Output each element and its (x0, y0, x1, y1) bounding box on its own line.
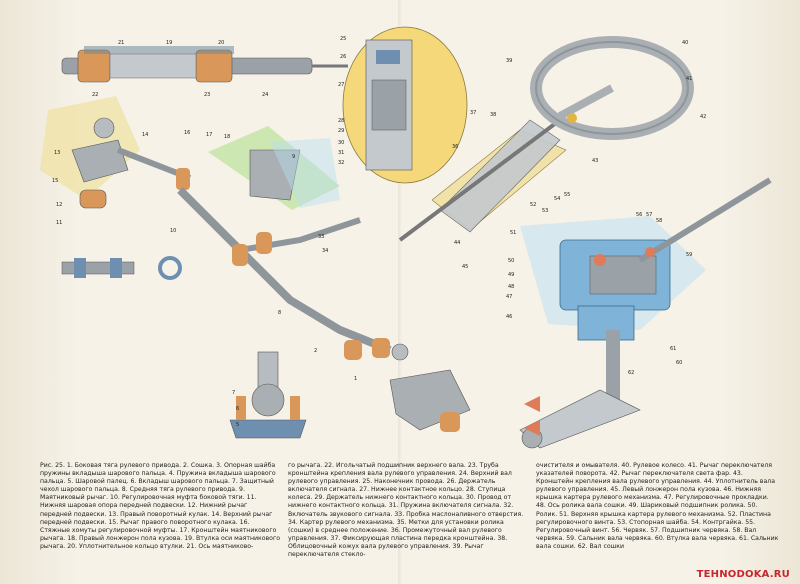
steering-gearbox-cutaway (520, 177, 772, 400)
callout-33: 33 (318, 234, 324, 240)
figure-caption: Рис. 25. 1. Боковая тяга рулевого привод… (40, 462, 780, 564)
callout-47: 47 (506, 294, 512, 300)
caption-column-2: го рычага. 22. Игольчатый подшипник верх… (288, 462, 524, 559)
callout-31: 31 (338, 150, 344, 156)
callout-39: 39 (506, 58, 512, 64)
callout-19: 19 (166, 40, 172, 46)
callout-28: 28 (338, 118, 344, 124)
callout-24: 24 (262, 92, 268, 98)
callout-55: 55 (564, 192, 570, 198)
ball-joint-cutaway (229, 351, 307, 439)
callout-60: 60 (676, 360, 682, 366)
steering-knuckle-detail (389, 343, 471, 432)
callout-1: 1 (354, 376, 357, 382)
callout-15: 15 (52, 178, 58, 184)
callout-20: 20 (218, 40, 224, 46)
callout-6: 6 (236, 406, 239, 412)
callout-27: 27 (338, 82, 344, 88)
callout-44: 44 (454, 240, 460, 246)
callout-49: 49 (508, 272, 514, 278)
callout-52: 52 (530, 202, 536, 208)
center-linkage (177, 126, 392, 360)
caption-column-3: очистителя и омывателя. 40. Рулевое коле… (536, 462, 779, 550)
callout-25: 25 (340, 36, 346, 42)
callout-21: 21 (118, 40, 124, 46)
callout-50: 50 (508, 258, 514, 264)
pitman-arm-detail (519, 389, 641, 449)
left-suspension-detail (40, 96, 192, 280)
callout-12: 12 (56, 202, 62, 208)
caption-column-1: Рис. 25. 1. Боковая тяга рулевого привод… (40, 462, 280, 550)
callout-38: 38 (490, 112, 496, 118)
callout-53: 53 (542, 208, 548, 214)
callout-48: 48 (508, 284, 514, 290)
callout-29: 29 (338, 128, 344, 134)
callout-16: 16 (184, 130, 190, 136)
callout-14: 14 (142, 132, 148, 138)
callout-41: 41 (686, 76, 692, 82)
callout-51: 51 (510, 230, 516, 236)
steering-column (398, 36, 694, 242)
horn-switch-detail (342, 26, 468, 184)
callout-57: 57 (646, 212, 652, 218)
callout-43: 43 (592, 158, 598, 164)
callout-37: 37 (470, 110, 476, 116)
page-fold (398, 0, 402, 584)
callout-9: 9 (292, 154, 295, 160)
callout-26: 26 (340, 54, 346, 60)
callout-2: 2 (314, 348, 317, 354)
callout-54: 54 (554, 196, 560, 202)
site-watermark: TEHNODOKA.RU (696, 569, 790, 580)
callout-7: 7 (232, 390, 235, 396)
callout-59: 59 (686, 252, 692, 258)
callout-13: 13 (54, 150, 60, 156)
callout-45: 45 (462, 264, 468, 270)
callout-61: 61 (670, 346, 676, 352)
callout-23: 23 (204, 92, 210, 98)
callout-58: 58 (656, 218, 662, 224)
callout-17: 17 (206, 132, 212, 138)
callout-56: 56 (636, 212, 642, 218)
callout-62: 62 (628, 370, 634, 376)
callout-5: 5 (236, 422, 239, 428)
callout-11: 11 (56, 220, 62, 226)
callout-36: 36 (452, 144, 458, 150)
callout-10: 10 (170, 228, 176, 234)
callout-32: 32 (338, 160, 344, 166)
upper-shaft-detail (61, 46, 348, 83)
callout-46: 46 (506, 314, 512, 320)
steering-illustration: 22 23 24 21 20 19 14 13 15 12 11 16 17 1… (40, 26, 772, 449)
callout-42: 42 (700, 114, 706, 120)
callout-30: 30 (338, 140, 344, 146)
callout-34: 34 (322, 248, 328, 254)
callout-8: 8 (278, 310, 281, 316)
callout-40: 40 (682, 40, 688, 46)
callout-labels: 22 23 24 21 20 19 14 13 15 12 11 16 17 1… (52, 36, 706, 428)
callout-22: 22 (92, 92, 98, 98)
callout-18: 18 (224, 134, 230, 140)
